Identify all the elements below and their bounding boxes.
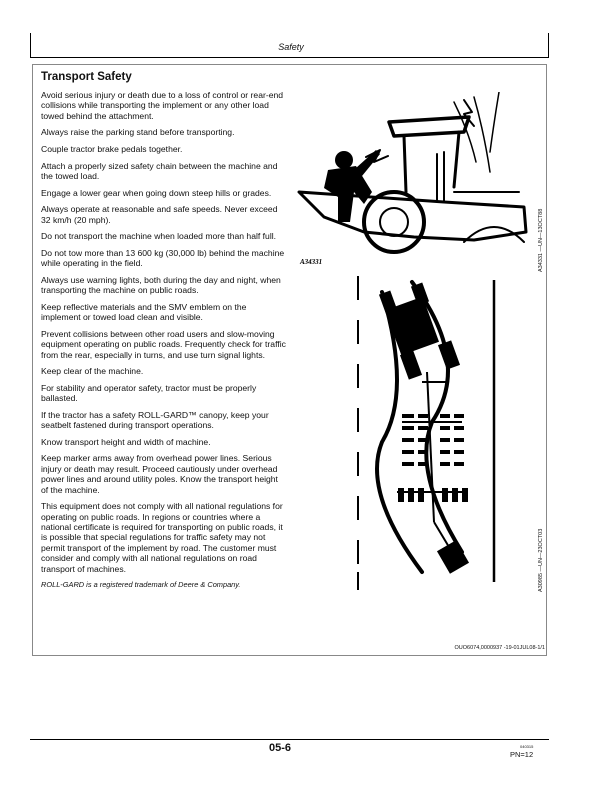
paragraph: Avoid serious injury or death due to a l… bbox=[41, 90, 284, 121]
header-rule-right bbox=[548, 33, 549, 57]
header-line bbox=[30, 57, 549, 58]
fig2-side-label: A30985 —UN—23OCT03 bbox=[538, 528, 544, 592]
paragraph: Always raise the parking stand before tr… bbox=[41, 127, 235, 138]
content-frame bbox=[32, 64, 547, 656]
footer-code: 040315 bbox=[520, 744, 534, 749]
transport-safety-section: Transport Safety Avoid serious injury or… bbox=[41, 71, 286, 589]
power-line-hazard-illustration: A34331 bbox=[297, 92, 528, 266]
section-title: Transport Safety bbox=[41, 71, 132, 83]
document-id: OUO6074,0000937 -19-01JUL08-1/1 bbox=[454, 645, 545, 651]
paragraph: Always use warning lights, both during t… bbox=[41, 274, 281, 296]
paragraph: Keep clear of the machine. bbox=[41, 366, 144, 377]
paragraph: For stability and operator safety, tract… bbox=[41, 382, 257, 404]
paragraph: Always operate at reasonable and safe sp… bbox=[41, 204, 278, 225]
road-transport-illustration bbox=[357, 276, 496, 590]
paragraph: If the tractor has a safety ROLL-GARD™ c… bbox=[41, 409, 269, 431]
paragraph: Keep reflective materials and the SMV em… bbox=[41, 301, 247, 323]
paragraph: Couple tractor brake pedals together. bbox=[41, 144, 183, 154]
page-pn: PN=12 bbox=[510, 750, 534, 759]
paragraph: Engage a lower gear when going down stee… bbox=[41, 187, 272, 198]
trademark-note: ROLL-GARD is a registered trademark of D… bbox=[41, 580, 241, 590]
paragraph: Do not transport the machine when loaded… bbox=[41, 231, 277, 242]
paragraph: Keep marker arms away from overhead powe… bbox=[41, 453, 278, 495]
paragraph: Know transport height and width of machi… bbox=[41, 436, 211, 447]
paragraph-list: Avoid serious injury or death due to a l… bbox=[41, 90, 286, 574]
header-rule-left bbox=[30, 33, 31, 57]
header-title: Safety bbox=[278, 42, 304, 52]
paragraph: Attach a properly sized safety chain bet… bbox=[41, 160, 278, 181]
page-number: 05-6 bbox=[268, 742, 292, 754]
footer-line bbox=[30, 739, 549, 740]
paragraph: This equipment does not comply with all … bbox=[41, 501, 283, 574]
fig1-side-label: A34331 —UN—13OCT88 bbox=[538, 208, 544, 272]
fig1-label: A34331 bbox=[299, 258, 322, 266]
paragraph: Do not tow more than 13 600 kg (30,000 l… bbox=[41, 247, 285, 269]
paragraph: Prevent collisions between other road us… bbox=[41, 328, 286, 360]
